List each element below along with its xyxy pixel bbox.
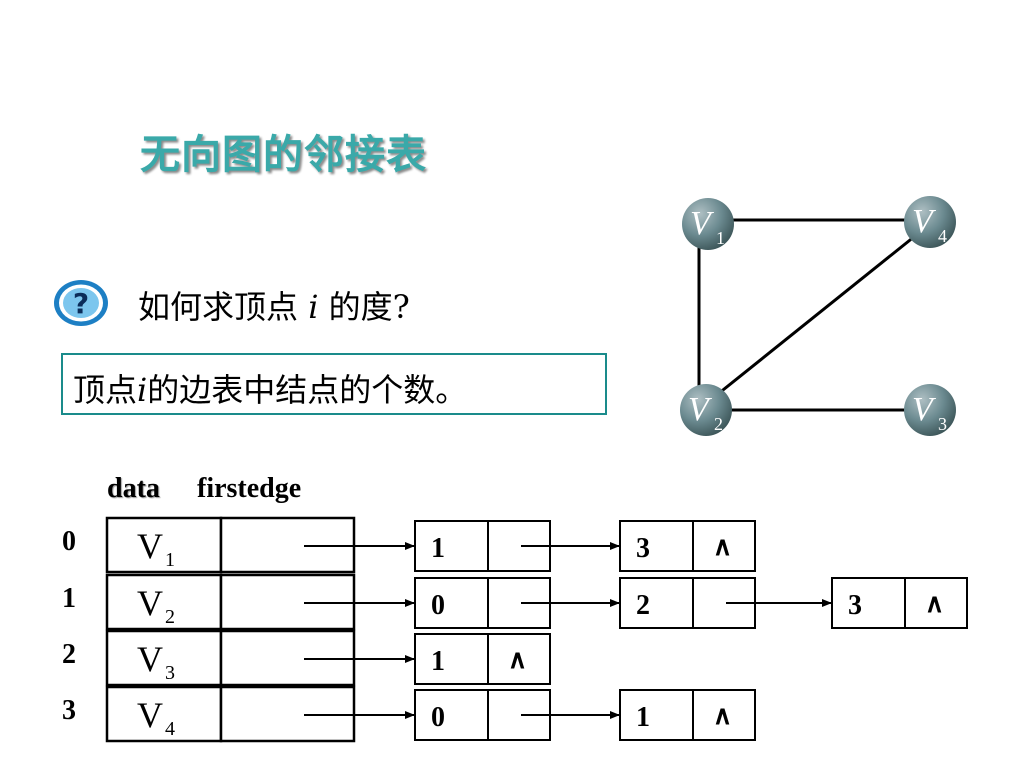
null-pointer-symbol: ∧: [713, 532, 732, 561]
node-sub: 1: [716, 228, 725, 248]
node-sub: 4: [938, 226, 947, 246]
graph-edges: [697, 218, 931, 412]
edge-next-cell: [487, 633, 551, 685]
answer-suffix: 的边表中结点的个数。: [147, 371, 468, 409]
question-suffix: 的度?: [318, 288, 410, 326]
graph-node-v3: V 3: [904, 384, 956, 436]
edge-next-cell: [692, 689, 756, 741]
edge-adjvex-cell: [414, 633, 489, 685]
slide-title: 无向图的邻接表: [140, 132, 427, 178]
edge-next-cell: [692, 520, 756, 572]
edge-adjvex-cell: [619, 520, 694, 572]
row-index: 2: [62, 639, 76, 670]
vertex-sub: 4: [165, 718, 175, 740]
edge-adjvex-cell: [619, 577, 694, 629]
answer-var: i: [137, 371, 148, 409]
edge-adjvex-cell: [619, 689, 694, 741]
null-pointer-symbol: ∧: [713, 701, 732, 730]
header-firstedge: firstedge: [197, 473, 301, 504]
graph-node-v1: V 1: [682, 198, 734, 250]
row-index: 0: [62, 526, 76, 557]
null-pointer-symbol: ∧: [508, 645, 527, 674]
graph-node-v4: V 4: [904, 196, 956, 248]
edge-adjvex-value: 1: [431, 533, 445, 564]
svg-text:?: ?: [73, 287, 89, 320]
header-data: data: [107, 473, 160, 504]
answer-prefix: 顶点: [73, 371, 138, 409]
null-pointer-symbol: ∧: [925, 589, 944, 618]
edge-next-cell: [904, 577, 968, 629]
edge-adjvex-cell: [831, 577, 906, 629]
edge-v2-v4: [707, 222, 931, 404]
vertex-label: V: [137, 526, 163, 566]
vertex-data-cell: [105, 516, 223, 574]
edge-adjvex-cell: [414, 689, 489, 741]
answer-box: 顶点i的边表中结点的个数。: [61, 353, 607, 415]
edge-adjvex-value: 3: [636, 533, 650, 564]
vertex-data-cell: [105, 573, 223, 631]
edge-adjvex-value: 2: [636, 590, 650, 621]
node-sub: 2: [714, 414, 723, 434]
question-prefix: 如何求顶点: [138, 288, 309, 326]
edge-adjvex-value: 0: [431, 702, 445, 733]
question-var: i: [308, 288, 319, 326]
row-index: 3: [62, 695, 76, 726]
question-text: 如何求顶点 i 的度?: [138, 282, 410, 328]
vertex-sub: 3: [165, 662, 175, 684]
vertex-label: V: [137, 695, 163, 735]
graph-node-v2: V 2: [680, 384, 732, 436]
vertex-sub: 1: [165, 549, 175, 571]
vertex-sub: 2: [165, 606, 175, 628]
row-index: 1: [62, 583, 76, 614]
edge-adjvex-cell: [414, 577, 489, 629]
question-icon: ?: [54, 280, 108, 326]
edge-adjvex-value: 0: [431, 590, 445, 621]
edge-adjvex-value: 3: [848, 590, 862, 621]
vertex-label: V: [137, 583, 163, 623]
edge-adjvex-value: 1: [431, 646, 445, 677]
vertex-data-cell: [105, 629, 223, 687]
edge-adjvex-cell: [414, 520, 489, 572]
vertex-label: V: [137, 639, 163, 679]
vertex-data-cell: [105, 685, 223, 743]
node-sub: 3: [938, 414, 947, 434]
edge-adjvex-value: 1: [636, 702, 650, 733]
